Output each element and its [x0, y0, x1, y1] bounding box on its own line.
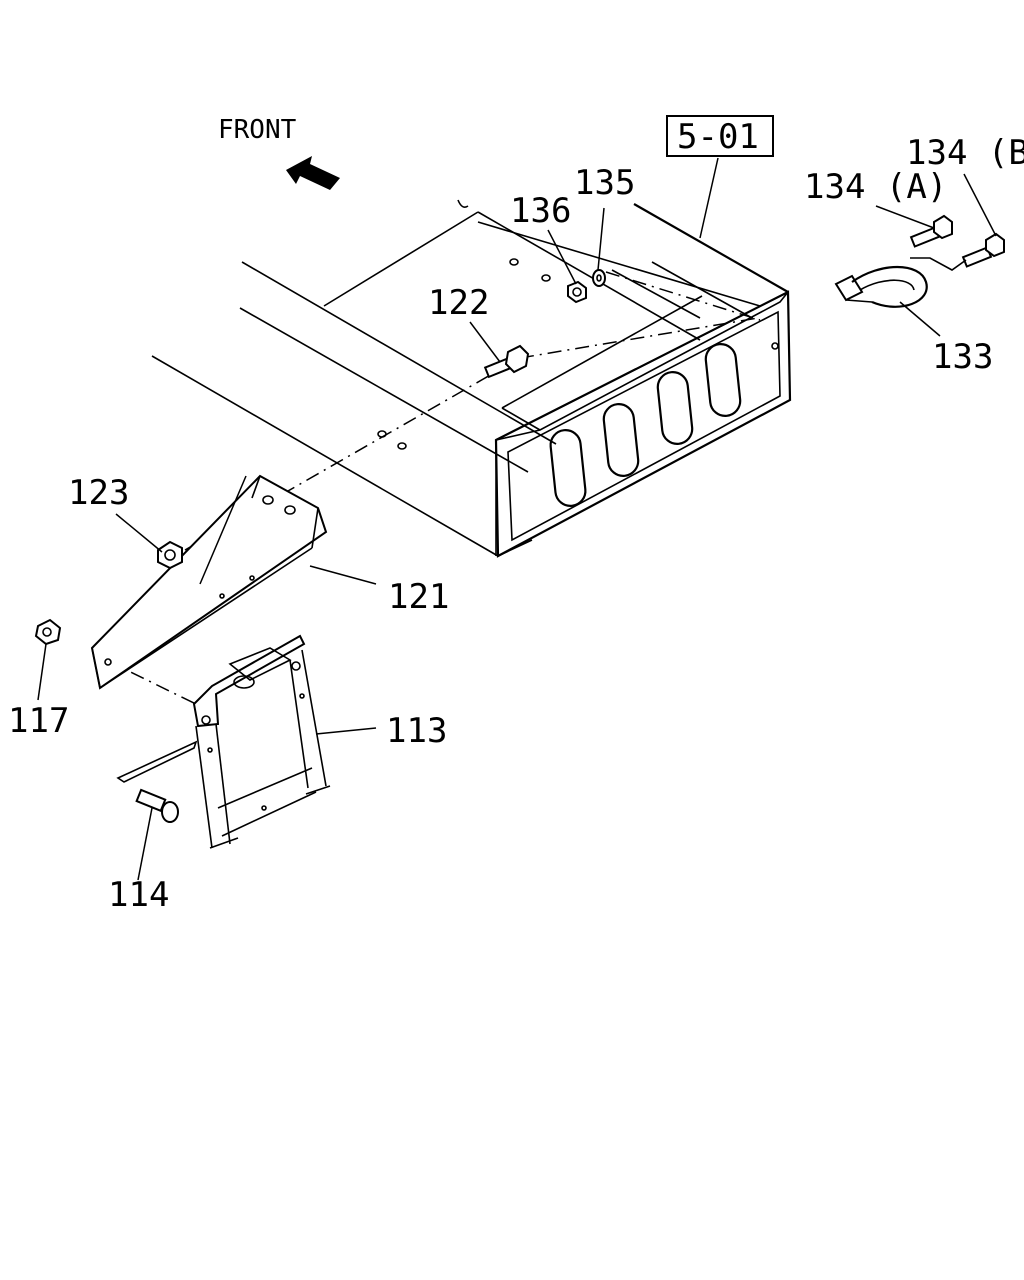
- bolt-122[interactable]: [483, 344, 530, 379]
- bolt-bracket-link: [910, 257, 967, 271]
- reference-leader: [699, 157, 719, 239]
- callout-134a[interactable]: 134 (A): [804, 167, 947, 207]
- leader-121: [309, 565, 377, 585]
- nut-117[interactable]: [34, 618, 62, 646]
- assembly-axis-2: [519, 317, 759, 359]
- callout-122[interactable]: 122: [428, 283, 489, 323]
- bracket-121[interactable]: [90, 474, 328, 690]
- bolt-134b[interactable]: [961, 232, 1005, 268]
- callout-123[interactable]: 123: [68, 473, 129, 513]
- callout-113[interactable]: 113: [386, 711, 447, 751]
- leader-117: [37, 643, 47, 701]
- leader-135: [597, 207, 605, 271]
- leader-113: [315, 727, 377, 735]
- crossmember: [377, 199, 792, 558]
- leader-121-inner: [199, 475, 247, 585]
- assembly-axis-3: [105, 659, 201, 707]
- callout-114[interactable]: 114: [108, 875, 169, 915]
- tow-hook-133[interactable]: [834, 265, 928, 308]
- step-bracket-113[interactable]: [192, 634, 331, 849]
- leader-134b: [963, 173, 997, 237]
- leader-133: [899, 301, 941, 337]
- front-arrow-icon: [286, 156, 340, 190]
- bolt-114[interactable]: [116, 740, 198, 823]
- front-label: FRONT: [218, 115, 297, 145]
- nut-136[interactable]: [567, 280, 587, 304]
- leader-134a: [875, 205, 935, 229]
- leader-114: [137, 807, 153, 881]
- callout-134b[interactable]: 134 (B): [906, 133, 1024, 173]
- callout-135[interactable]: 135: [574, 163, 635, 203]
- nut-123[interactable]: [157, 540, 183, 570]
- leader-122: [469, 321, 501, 363]
- callout-133[interactable]: 133: [932, 337, 993, 377]
- callout-117[interactable]: 117: [8, 701, 69, 741]
- leader-123: [115, 513, 163, 553]
- washer-135[interactable]: [592, 269, 606, 287]
- callout-136[interactable]: 136: [510, 191, 571, 231]
- leader-136: [547, 229, 577, 285]
- bolt-134a[interactable]: [909, 214, 953, 248]
- reference-box[interactable]: 5-01: [666, 115, 774, 157]
- reference-box-label: 5-01: [677, 117, 759, 157]
- callout-121[interactable]: 121: [388, 577, 449, 617]
